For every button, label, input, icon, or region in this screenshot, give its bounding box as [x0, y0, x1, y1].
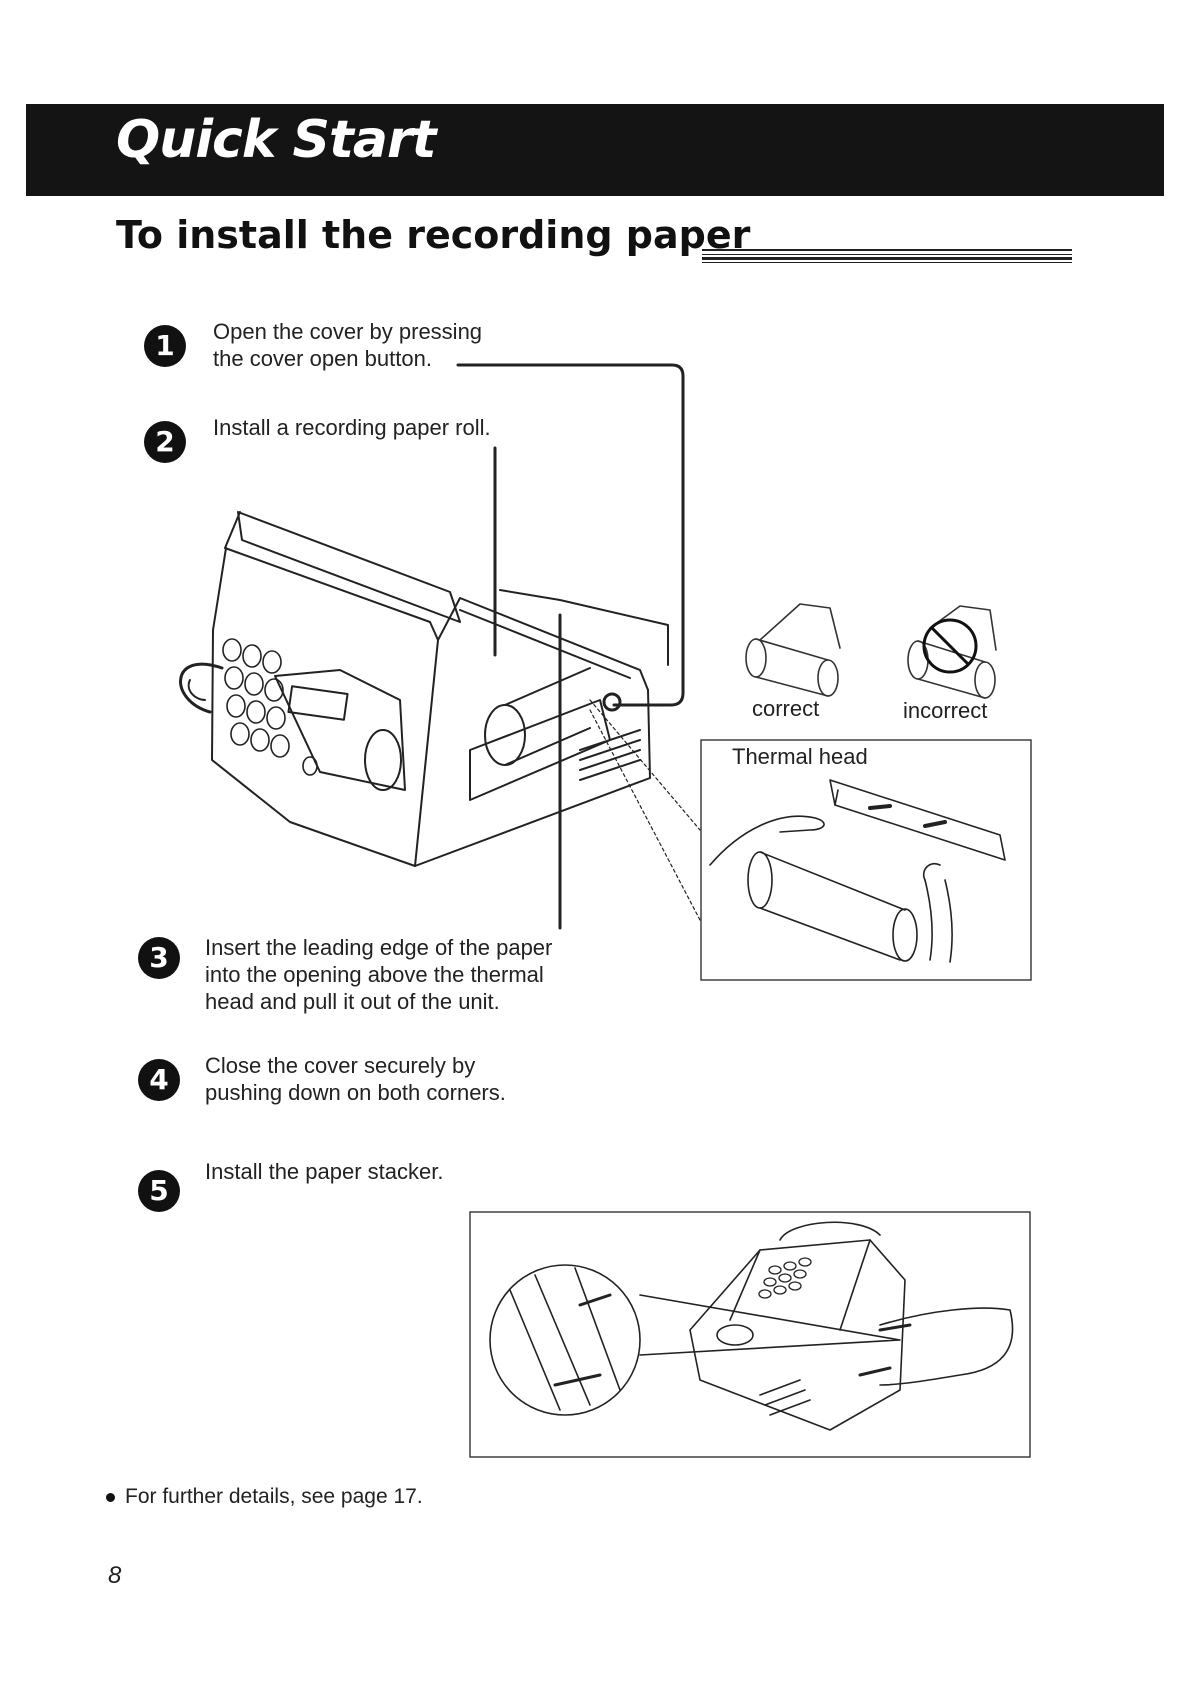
step-1-line-2: the cover open button.	[213, 346, 432, 371]
section-title: To install the recording paper	[116, 213, 751, 257]
step-3-text: Insert the leading edge of the paper int…	[205, 934, 552, 1015]
step-4-line-1: Close the cover securely by	[205, 1053, 476, 1078]
step-5-badge: 5	[138, 1170, 180, 1212]
footer-note-text: For further details, see page 17.	[125, 1485, 423, 1508]
bullet-icon	[106, 1492, 115, 1502]
roll-incorrect-label: incorrect	[903, 698, 988, 723]
step-4-badge: 4	[138, 1059, 180, 1101]
step-4-text: Close the cover securely by pushing down…	[205, 1052, 506, 1106]
step-3-line-1: Insert the leading edge of the paper	[205, 935, 553, 960]
step-1-text: Open the cover by pressing the cover ope…	[213, 318, 482, 372]
header-banner	[26, 104, 1164, 196]
thermal-head-label: Thermal head	[732, 744, 868, 769]
header-title: Quick Start	[116, 110, 436, 170]
step-1-badge: 1	[144, 325, 186, 367]
step-2-badge: 2	[144, 421, 186, 463]
step-1-line-1: Open the cover by pressing	[213, 319, 483, 344]
step-3-badge: 3	[138, 937, 180, 979]
step-2-text: Install a recording paper roll.	[213, 414, 491, 441]
step-3-line-2: into the opening above the thermal	[205, 962, 544, 987]
step-4-line-2: pushing down on both corners.	[205, 1080, 506, 1105]
page-number: 8	[108, 1562, 122, 1589]
step-3-line-3: head and pull it out of the unit.	[205, 989, 500, 1014]
roll-correct-label: correct	[752, 696, 820, 721]
step-5-line-1: Install the paper stacker.	[205, 1159, 444, 1184]
step-5-text: Install the paper stacker.	[205, 1158, 443, 1185]
step-2-line-1: Install a recording paper roll.	[213, 415, 491, 440]
footer-note: For further details, see page 17.	[106, 1485, 423, 1509]
